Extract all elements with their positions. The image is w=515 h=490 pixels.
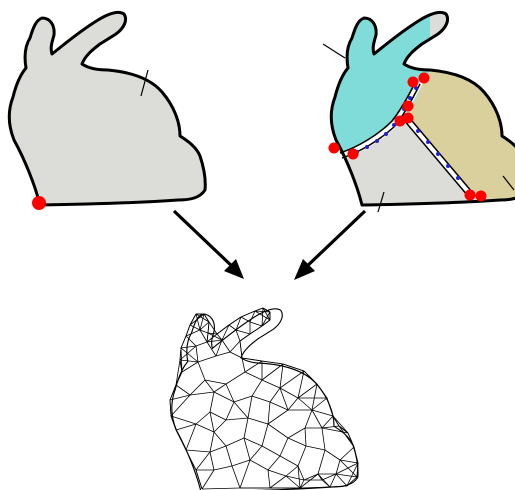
seam-dot xyxy=(365,145,369,149)
arrow-left-shaft xyxy=(174,211,236,270)
mesh-edge xyxy=(181,336,186,348)
mesh-edge xyxy=(229,325,236,330)
seam-dot xyxy=(426,140,430,144)
seam-dot xyxy=(456,176,460,180)
bunny-silhouette xyxy=(9,12,205,205)
triangulated-bunny-mesh xyxy=(170,308,358,490)
seam-marker xyxy=(348,149,359,160)
mesh-edge xyxy=(255,308,263,311)
seam-marker xyxy=(403,101,414,112)
arrow-right-shaft xyxy=(303,211,365,270)
seam-dot xyxy=(446,164,450,168)
seam-dot xyxy=(436,152,440,156)
seam-marker xyxy=(408,77,419,88)
mesh-edge xyxy=(170,400,171,416)
seam-dot xyxy=(416,129,420,133)
mesh-boundary xyxy=(172,309,358,490)
seam-dot xyxy=(408,96,412,100)
seam-marker xyxy=(329,143,340,154)
seam-dot xyxy=(384,132,388,136)
single-region-bunny xyxy=(9,12,205,210)
mesh-edge xyxy=(241,317,250,322)
seam-marker xyxy=(419,73,430,84)
three-region-bunny xyxy=(322,0,515,220)
seam-marker xyxy=(476,191,487,202)
seam-marker xyxy=(395,116,406,127)
arrows xyxy=(174,211,365,280)
seam-start-marker xyxy=(32,196,46,210)
mesh-edge xyxy=(180,348,181,360)
seam-dot xyxy=(375,139,379,143)
seam-tick xyxy=(323,44,345,58)
seam-marker xyxy=(465,190,476,201)
